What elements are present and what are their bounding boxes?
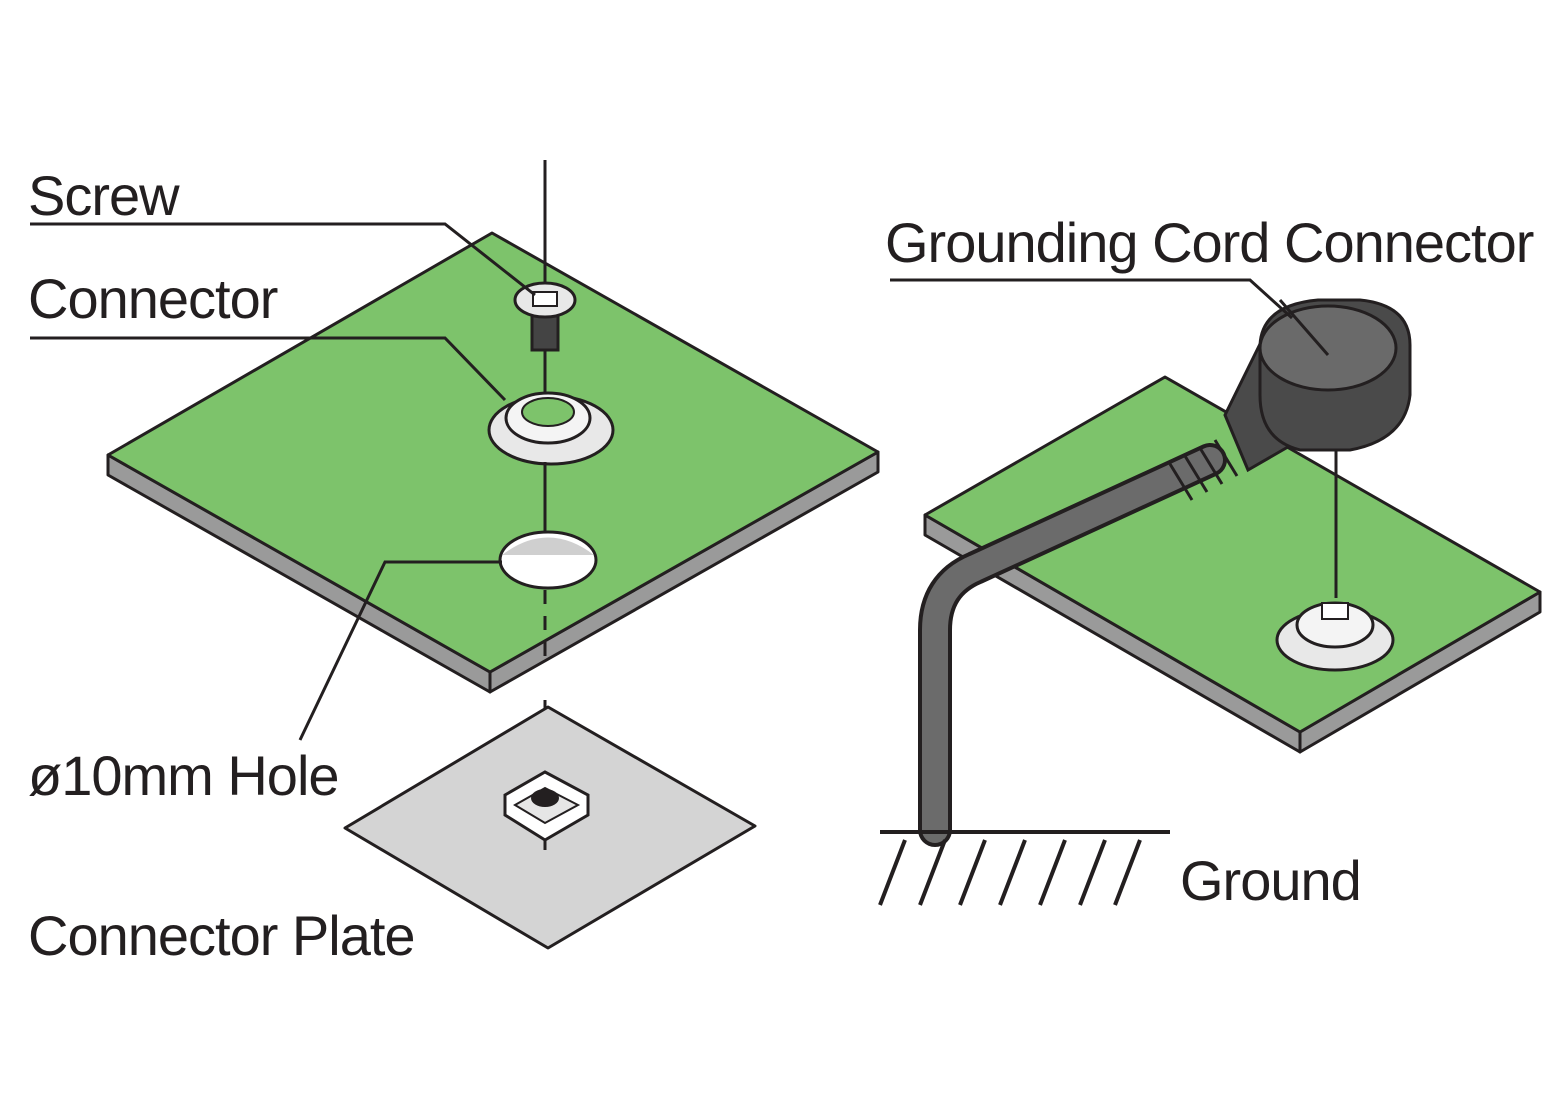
label-ground: Ground	[1180, 849, 1361, 912]
label-hole: ø10mm Hole	[28, 744, 339, 807]
label-connector-plate: Connector Plate	[28, 904, 415, 967]
installed-connector	[1275, 601, 1395, 672]
label-screw: Screw	[28, 164, 180, 227]
connector	[487, 391, 615, 466]
left-static-mat	[106, 231, 880, 674]
grounding-cord	[918, 439, 1239, 847]
grounding-cord-connector	[1223, 298, 1412, 473]
connector-plate	[343, 705, 757, 950]
label-grounding-cord-connector: Grounding Cord Connector	[885, 211, 1534, 274]
label-connector: Connector	[28, 267, 278, 330]
mat-hole	[498, 530, 598, 590]
ground-symbol	[878, 830, 1170, 906]
